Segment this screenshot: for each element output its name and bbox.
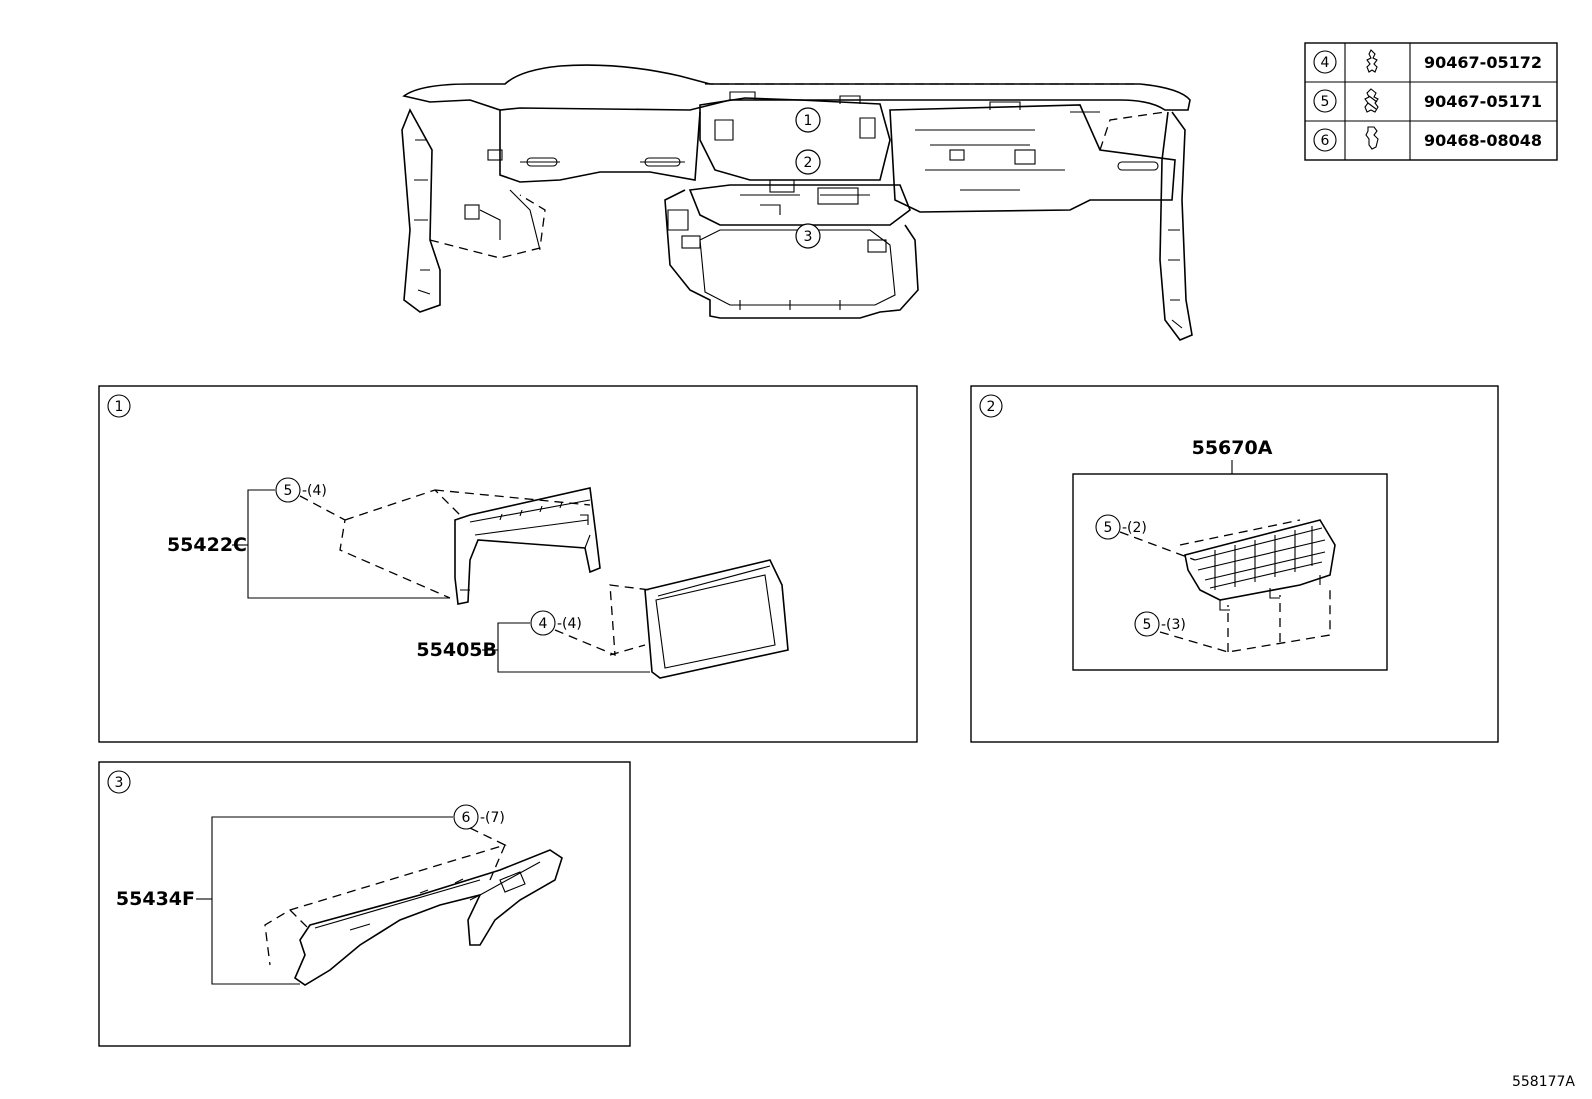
clip-callout: 5 xyxy=(1143,617,1152,633)
part-label-55670a: 55670A xyxy=(1192,437,1273,459)
clip-icon xyxy=(1365,126,1379,150)
detail-panel-3: 3 55434F 6 -(7) xyxy=(98,761,631,1047)
svg-text:1: 1 xyxy=(804,113,813,129)
legend-number: 5 xyxy=(1321,94,1330,110)
clip-callout: 4 xyxy=(539,616,548,632)
part-label-55422c: 55422C xyxy=(167,534,247,556)
legend-row: 6 90468-08048 xyxy=(1313,126,1542,152)
clip-quantity: -(7) xyxy=(480,810,505,826)
clip-quantity: -(4) xyxy=(302,483,327,499)
legend-part-number: 90467-05171 xyxy=(1424,92,1542,111)
panel-index: 2 xyxy=(987,399,996,415)
legend-number: 6 xyxy=(1321,133,1330,149)
clip-callout: 6 xyxy=(462,810,471,826)
clip-quantity: -(3) xyxy=(1161,617,1186,633)
detail-panel-2: 2 55670A 5 -(2) 5 -(3) xyxy=(970,385,1499,743)
part-label-55434f: 55434F xyxy=(116,888,195,910)
overview-callout: 3 xyxy=(795,223,821,249)
clip-callout: 5 xyxy=(1104,520,1113,536)
clip-quantity: -(4) xyxy=(557,616,582,632)
panel-index: 1 xyxy=(115,399,124,415)
svg-text:3: 3 xyxy=(804,229,813,245)
panel-index: 3 xyxy=(115,775,124,791)
diagram-reference: 558177A xyxy=(1512,1074,1575,1090)
legend-row: 4 90467-05172 xyxy=(1313,49,1542,74)
overview-callout: 1 xyxy=(795,107,821,133)
clip-icon xyxy=(1366,49,1378,73)
detail-panel-1: 1 55422C 5 -(4) 55405B 4 -(4) xyxy=(98,385,918,743)
overview-callout: 2 xyxy=(795,149,821,175)
legend-part-number: 90467-05172 xyxy=(1424,53,1542,72)
legend-part-number: 90468-08048 xyxy=(1424,131,1542,150)
dashboard-overview: 1 2 3 xyxy=(401,64,1193,341)
legend-number: 4 xyxy=(1321,55,1330,71)
legend-table: 4 90467-05172 5 90467-05171 6 90468-0804… xyxy=(1304,42,1558,161)
svg-text:2: 2 xyxy=(804,155,813,171)
clip-callout: 5 xyxy=(284,483,293,499)
legend-row: 5 90467-05171 xyxy=(1313,88,1542,113)
clip-quantity: -(2) xyxy=(1122,520,1147,536)
clip-icon xyxy=(1364,88,1379,113)
part-label-55405b: 55405B xyxy=(416,639,497,661)
